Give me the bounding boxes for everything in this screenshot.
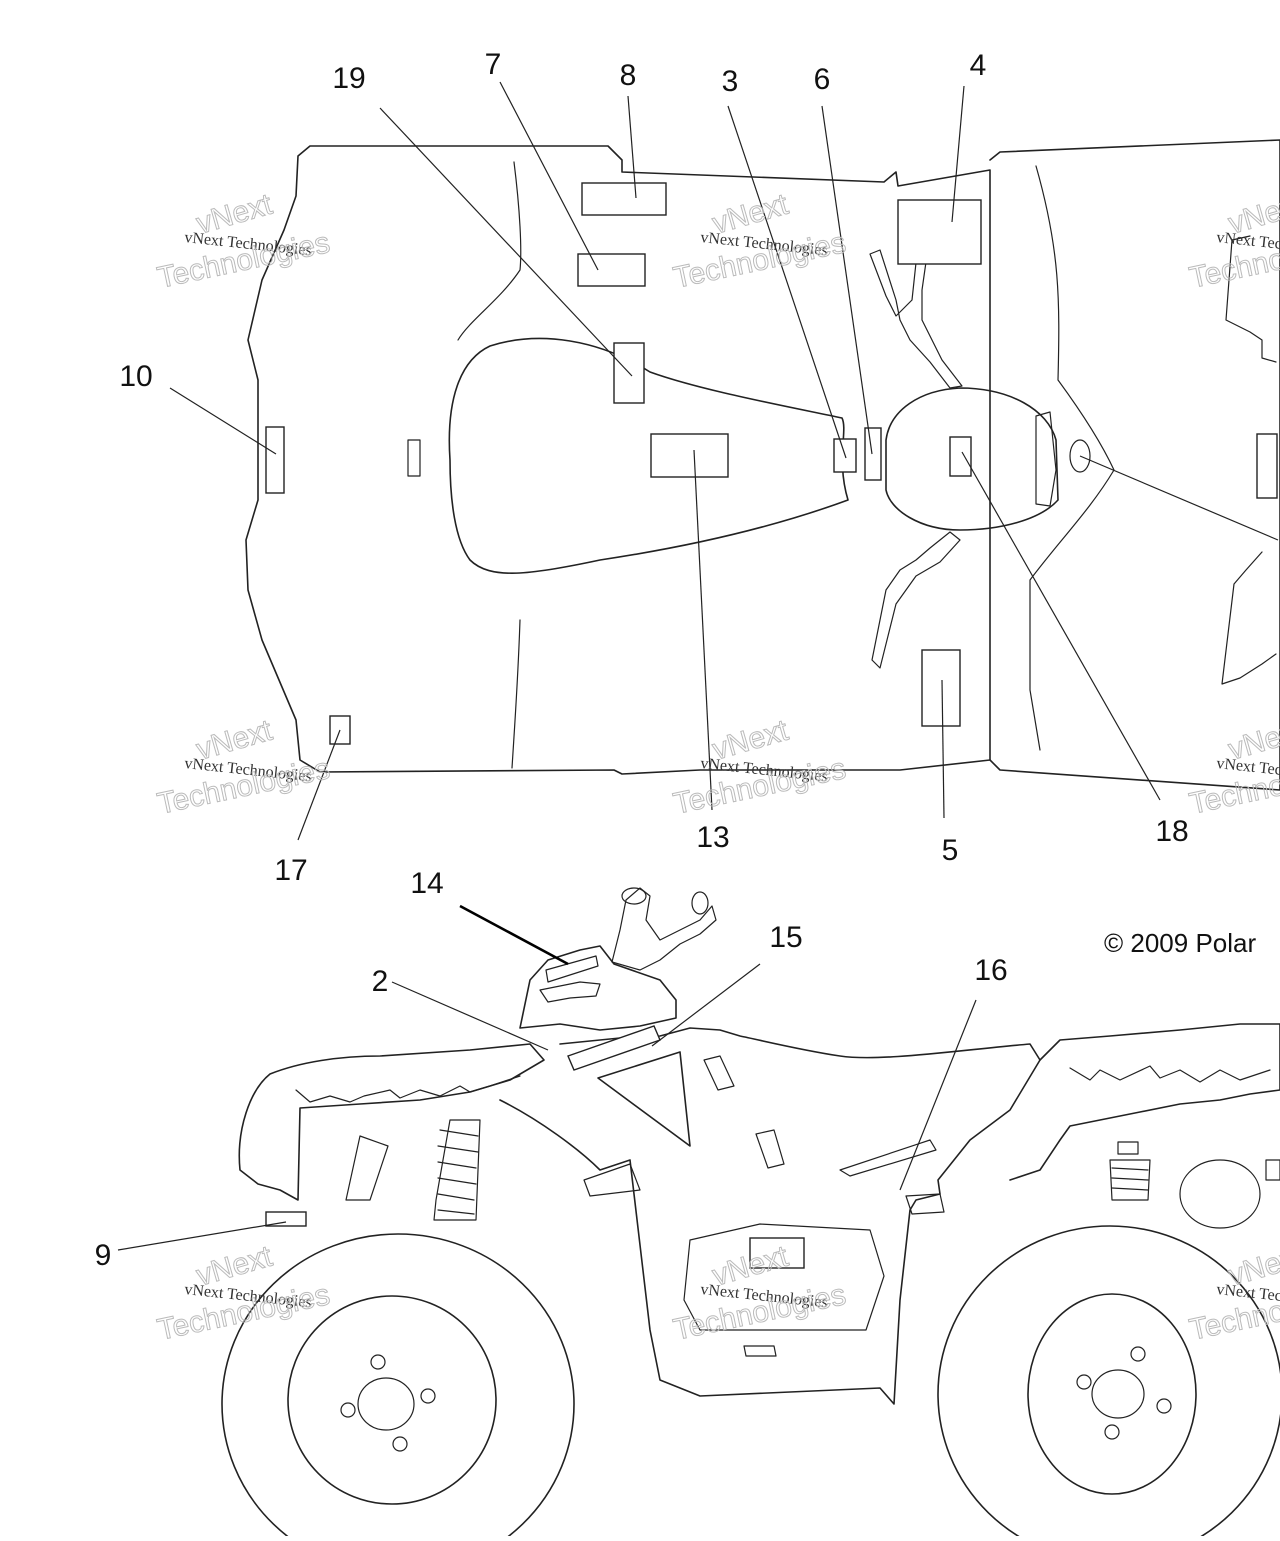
body-side-panel bbox=[499, 1027, 1041, 1405]
front-fender-side bbox=[238, 1043, 545, 1201]
copyright-text: © 2009 Polar bbox=[1104, 928, 1256, 958]
seat-outline bbox=[448, 337, 849, 574]
callout-19: 19 bbox=[332, 62, 365, 95]
watermark: vNext vNext Technologies Technologies bbox=[1186, 187, 1280, 295]
callout-14: 14 bbox=[410, 867, 443, 900]
callout-15: 15 bbox=[769, 921, 802, 954]
handlebar-pod bbox=[885, 387, 1059, 531]
decal-7 bbox=[577, 253, 646, 287]
handlebar-lower bbox=[871, 531, 961, 669]
decal-5 bbox=[921, 649, 961, 727]
callout-16: 16 bbox=[974, 954, 1007, 987]
callout-5: 5 bbox=[942, 834, 959, 867]
handlebar-upper bbox=[869, 239, 963, 389]
callout-6: 6 bbox=[814, 63, 831, 96]
decal-rear bbox=[1256, 433, 1278, 499]
watermark: vNext vNext Technologies Technologies bbox=[154, 187, 333, 295]
callout-17: 17 bbox=[274, 854, 307, 887]
callout-13: 13 bbox=[696, 821, 729, 854]
decal-14 bbox=[545, 955, 599, 983]
body-arrow-graphic bbox=[597, 1051, 691, 1147]
front-shock bbox=[433, 1119, 481, 1221]
decal-4 bbox=[897, 199, 982, 265]
watermark: vNext vNext Technologies Technologies bbox=[154, 1239, 333, 1347]
handlebar-side bbox=[611, 887, 717, 971]
decal-18 bbox=[949, 436, 972, 477]
decal-6 bbox=[864, 427, 882, 481]
rear-fender-top bbox=[989, 139, 1280, 791]
watermark: vNext vNext Technologies Technologies bbox=[154, 713, 333, 821]
callout-labels: 19 7 8 3 6 4 10 17 13 5 18 14 15 16 2 9 bbox=[95, 48, 1189, 1272]
callout-10: 10 bbox=[119, 360, 152, 393]
rear-shock bbox=[1109, 1159, 1151, 1201]
decal-10 bbox=[265, 426, 285, 494]
callout-3: 3 bbox=[722, 65, 739, 98]
rear-wheel bbox=[937, 1225, 1280, 1541]
callout-7: 7 bbox=[485, 48, 502, 81]
callout-4: 4 bbox=[970, 49, 987, 82]
atv-side-view bbox=[221, 887, 1280, 1541]
rear-fender-side bbox=[1009, 1023, 1280, 1181]
watermark: vNext vNext Technologies Technologies bbox=[670, 713, 849, 821]
fuel-tank-dash bbox=[519, 945, 677, 1031]
front-fender-top bbox=[245, 145, 991, 775]
decal-side-panel bbox=[749, 1237, 805, 1269]
callout-18: 18 bbox=[1155, 815, 1188, 848]
decal-8 bbox=[581, 182, 667, 216]
watermark: vNext vNext Technologies Technologies bbox=[670, 187, 849, 295]
watermark: vNext vNext Technologies Technologies bbox=[1186, 713, 1280, 821]
front-wheel bbox=[221, 1233, 575, 1541]
watermark: vNext vNext Technologies Technologies bbox=[670, 1239, 849, 1347]
callout-8: 8 bbox=[620, 59, 637, 92]
leader-lines bbox=[117, 81, 1279, 1251]
decal-9 bbox=[265, 1211, 307, 1227]
watermark: vNext vNext Technologies Technologies bbox=[1186, 1239, 1280, 1347]
callout-9: 9 bbox=[95, 1239, 112, 1272]
callout-2: 2 bbox=[372, 965, 389, 998]
decal-13 bbox=[650, 433, 729, 478]
